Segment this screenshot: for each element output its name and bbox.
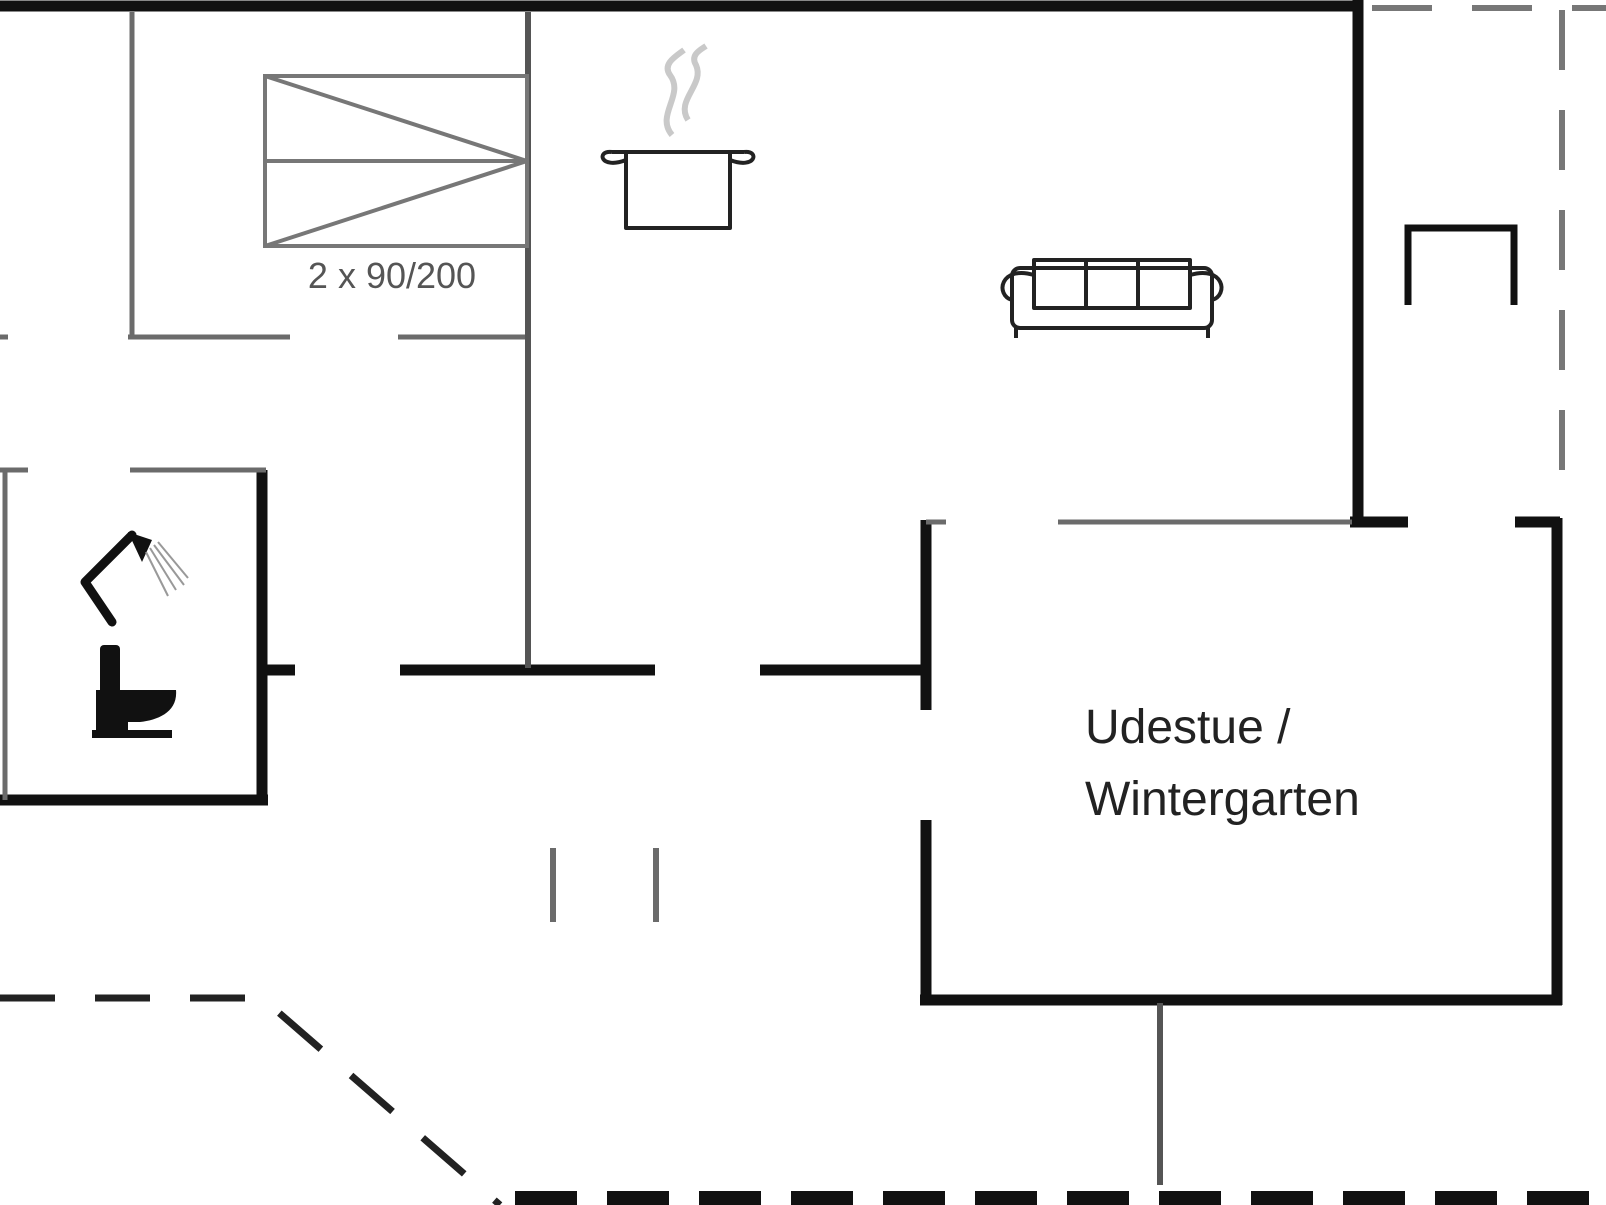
dashed-outlines	[0, 5, 1606, 1205]
toilet-base	[92, 730, 172, 738]
sofa-arm-left	[1000, 271, 1035, 302]
steam-right	[681, 43, 708, 122]
interior-walls	[0, 12, 1352, 1185]
toilet-bowl	[96, 690, 177, 736]
shower-spray	[145, 541, 189, 597]
bed-blanket-line	[264, 74, 528, 163]
sofa-arm-right	[1189, 271, 1224, 302]
terrace-outline	[0, 994, 503, 1205]
toilet-tank	[100, 645, 120, 701]
shower-icon	[80, 530, 189, 627]
sofa-base	[1010, 266, 1214, 330]
bed-blanket-line	[264, 159, 528, 248]
room-label-line1: Udestue /	[1085, 701, 1291, 754]
bed-size-label: 2 x 90/200	[308, 255, 476, 296]
shower-arm	[80, 530, 137, 627]
pot-body	[624, 150, 732, 230]
shower-head	[128, 532, 152, 562]
bed-icon	[263, 74, 529, 248]
exterior-walls	[0, 0, 1563, 1006]
sofa-back	[1032, 258, 1192, 310]
cooking-pot-icon	[600, 43, 756, 230]
room-label-line2: Wintergarten	[1085, 773, 1360, 826]
pot-handle-right	[729, 149, 756, 165]
sofa-icon	[1000, 258, 1224, 338]
pot-handle-left	[600, 149, 627, 165]
steam-left	[663, 47, 686, 137]
toilet-icon	[92, 645, 177, 738]
outdoor-furniture-outline	[1404, 224, 1518, 305]
